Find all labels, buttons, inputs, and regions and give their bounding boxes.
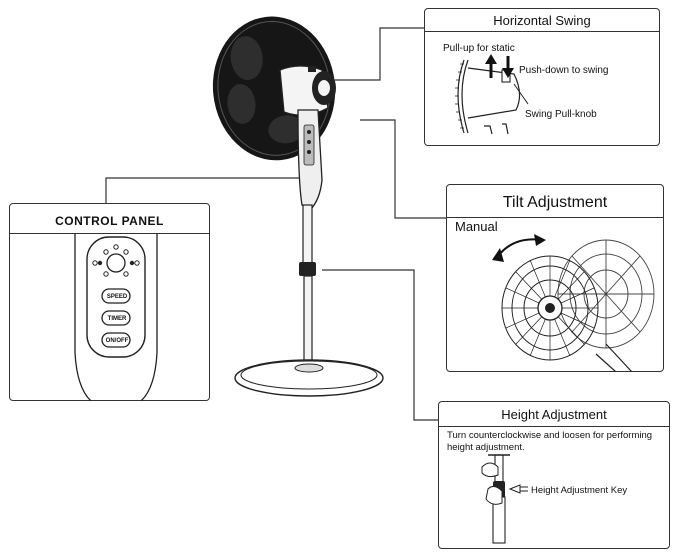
leader-line-swing — [330, 27, 424, 81]
motor-housing — [279, 65, 336, 116]
height-adjustment-title: Height Adjustment — [439, 404, 669, 427]
control-panel-title: CONTROL PANEL — [10, 209, 209, 234]
control-panel-illustration — [74, 233, 158, 401]
leader-line-tilt — [360, 119, 446, 219]
leader-line-height — [322, 269, 438, 421]
on-off-button: ON/OFF — [105, 338, 129, 344]
fan-base — [234, 359, 384, 397]
push-down-label: Push-down to swing — [519, 65, 609, 76]
tilt-illustration — [492, 234, 655, 372]
tilt-adjustment-title: Tilt Adjustment — [447, 189, 663, 218]
horizontal-swing-title: Horizontal Swing — [425, 11, 659, 32]
speed-button: SPEED — [106, 294, 128, 300]
height-adjustment-instruction: Turn counterclockwise and loosen for per… — [447, 430, 653, 453]
height-key-label: Height Adjustment Key — [531, 485, 628, 496]
height-adjustment-panel: Height Adjustment Turn counterclockwise … — [438, 401, 670, 549]
control-panel-box: CONTROL PANEL — [9, 203, 210, 401]
manual-label: Manual — [455, 219, 498, 234]
indicator-dial — [92, 244, 140, 277]
fan-body — [297, 109, 323, 211]
fan-pole — [299, 204, 316, 369]
swing-knob-label: Swing Pull-knob — [525, 109, 597, 120]
leader-line-control — [105, 177, 300, 203]
timer-button: TIMER — [107, 316, 127, 322]
height-illustration — [481, 454, 528, 544]
tilt-adjustment-panel: Tilt Adjustment Manual — [446, 184, 664, 372]
swing-detail-illustration — [455, 54, 529, 135]
horizontal-swing-panel: Horizontal Swing Pull-up for static — [424, 8, 660, 146]
pull-up-label: Pull-up for static — [443, 43, 515, 54]
